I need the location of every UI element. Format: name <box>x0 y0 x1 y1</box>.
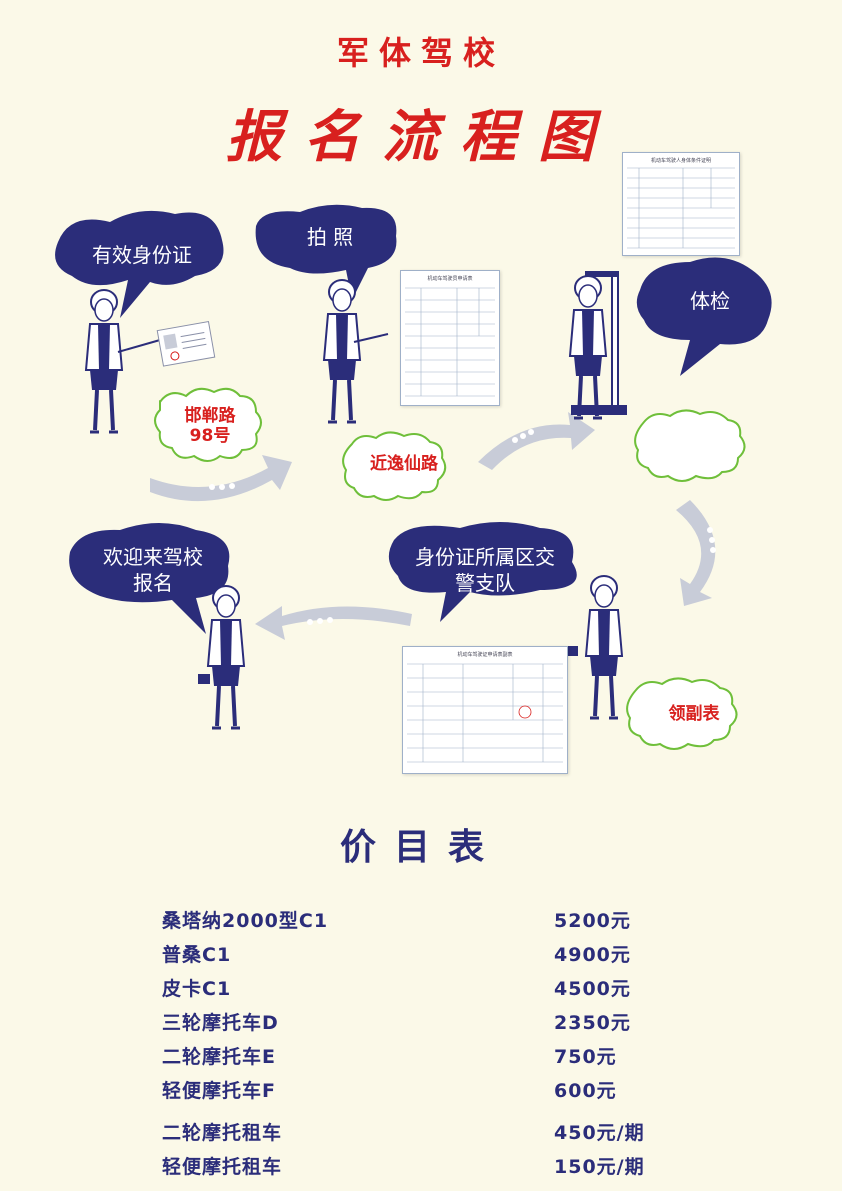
school-name: 军体驾校 <box>336 34 505 72</box>
price-item-name: 轻便摩托租车 <box>162 1156 283 1178</box>
price-item-price: 4500元 <box>554 978 631 1000</box>
price-item-name: 皮卡C1 <box>162 978 232 1000</box>
location-3-label: 领副表 <box>668 704 720 724</box>
step-traffic-police-label: 身份证所属区交警支队 <box>415 545 555 595</box>
cloud-location-2 <box>342 431 447 501</box>
price-row: 皮卡C1 4500元 <box>162 974 682 1008</box>
person-medical <box>568 274 608 420</box>
page-title: 报名流程图 <box>226 104 616 170</box>
bubble-register <box>69 523 230 634</box>
price-row: 三轮摩托车D 2350元 <box>162 1008 682 1042</box>
price-item-name: 三轮摩托车D <box>162 1012 279 1034</box>
price-item-price: 750元 <box>554 1046 617 1068</box>
price-item-price: 4900元 <box>554 944 631 966</box>
price-item-price: 450元/期 <box>554 1122 645 1144</box>
cloud-empty <box>634 409 746 482</box>
bubble-traffic-police <box>388 522 577 622</box>
bubble-id-card <box>55 210 224 318</box>
price-item-name: 二轮摩托租车 <box>162 1122 283 1144</box>
person-traffic-police <box>584 574 624 720</box>
step-photo-label: 拍 照 <box>306 225 354 249</box>
step-register-label: 欢迎来驾校报名 <box>103 545 203 595</box>
bubble-medical <box>636 257 772 376</box>
flow-diagram <box>55 204 772 750</box>
price-row: 二轮摩托车E 750元 <box>162 1042 682 1076</box>
price-item-price: 5200元 <box>554 910 631 932</box>
location-1-label: 邯郸路 98号 <box>184 406 236 446</box>
price-item-name: 轻便摩托车F <box>162 1080 276 1102</box>
price-item-name: 桑塔纳2000型C1 <box>162 910 329 932</box>
price-item-price: 2350元 <box>554 1012 631 1034</box>
step-id-card-label: 有效身份证 <box>92 243 192 267</box>
vice-application-form: 机动车驾驶证申请表副表 <box>402 646 568 774</box>
price-item-name: 二轮摩托车E <box>162 1046 276 1068</box>
price-list-title: 价目表 <box>339 826 502 868</box>
flow-arrows <box>150 412 716 640</box>
person-register <box>206 584 246 730</box>
cloud-location-1 <box>154 387 262 462</box>
bubble-photo <box>255 204 397 300</box>
price-item-name: 普桑C1 <box>162 944 232 966</box>
price-row: 二轮摩托租车 450元/期 <box>162 1118 682 1152</box>
medical-certificate-form: 机动车驾驶人身体条件证明 <box>622 152 740 256</box>
price-row: 桑塔纳2000型C1 5200元 <box>162 906 682 940</box>
photo-application-form: 机动车驾驶员申请表 <box>400 270 500 406</box>
id-card <box>156 321 216 367</box>
person-id-card <box>84 288 124 434</box>
price-item-price: 600元 <box>554 1080 617 1102</box>
location-2-label: 近逸仙路 <box>370 454 438 474</box>
price-row: 轻便摩托车F 600元 <box>162 1076 682 1110</box>
cloud-location-3 <box>626 677 738 750</box>
price-row: 普桑C1 4900元 <box>162 940 682 974</box>
height-scale <box>571 271 627 415</box>
person-photo <box>322 278 362 424</box>
price-item-price: 150元/期 <box>554 1156 645 1178</box>
step-medical-label: 体检 <box>690 289 730 313</box>
price-row: 轻便摩托租车 150元/期 <box>162 1152 682 1186</box>
